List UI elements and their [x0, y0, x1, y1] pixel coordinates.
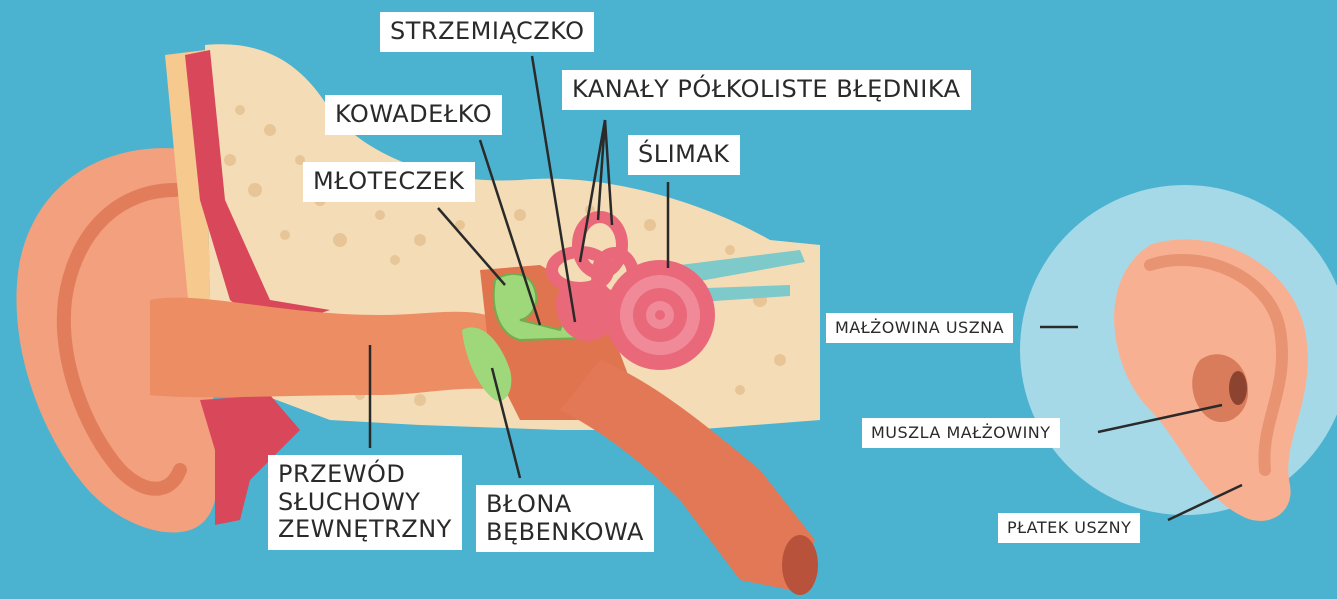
label-muszla-malzowiny: MUSZLA MAŁŻOWINY [862, 418, 1060, 448]
cochlea [605, 260, 715, 370]
label-mloteczek: MŁOTECZEK [303, 162, 475, 202]
label-platek-uszny: PŁATEK USZNY [998, 513, 1140, 543]
label-kanaly-polkoliste: KANAŁY PÓŁKOLISTE BŁĘDNIKA [562, 70, 971, 110]
label-malzowina-uszna: MAŁŻOWINA USZNA [826, 313, 1013, 343]
eustachian-tube-opening [782, 535, 818, 595]
ear-closeup-canal [1229, 371, 1247, 405]
label-strzemiaczko: STRZEMIĄCZKO [380, 12, 594, 52]
label-przewod-sluchowy: PRZEWÓD SŁUCHOWY ZEWNĘTRZNY [268, 455, 462, 550]
label-blona-bebenkowa: BŁONA BĘBENKOWA [476, 485, 654, 552]
label-kowadelko: KOWADEŁKO [325, 95, 502, 135]
label-slimak: ŚLIMAK [628, 135, 740, 175]
